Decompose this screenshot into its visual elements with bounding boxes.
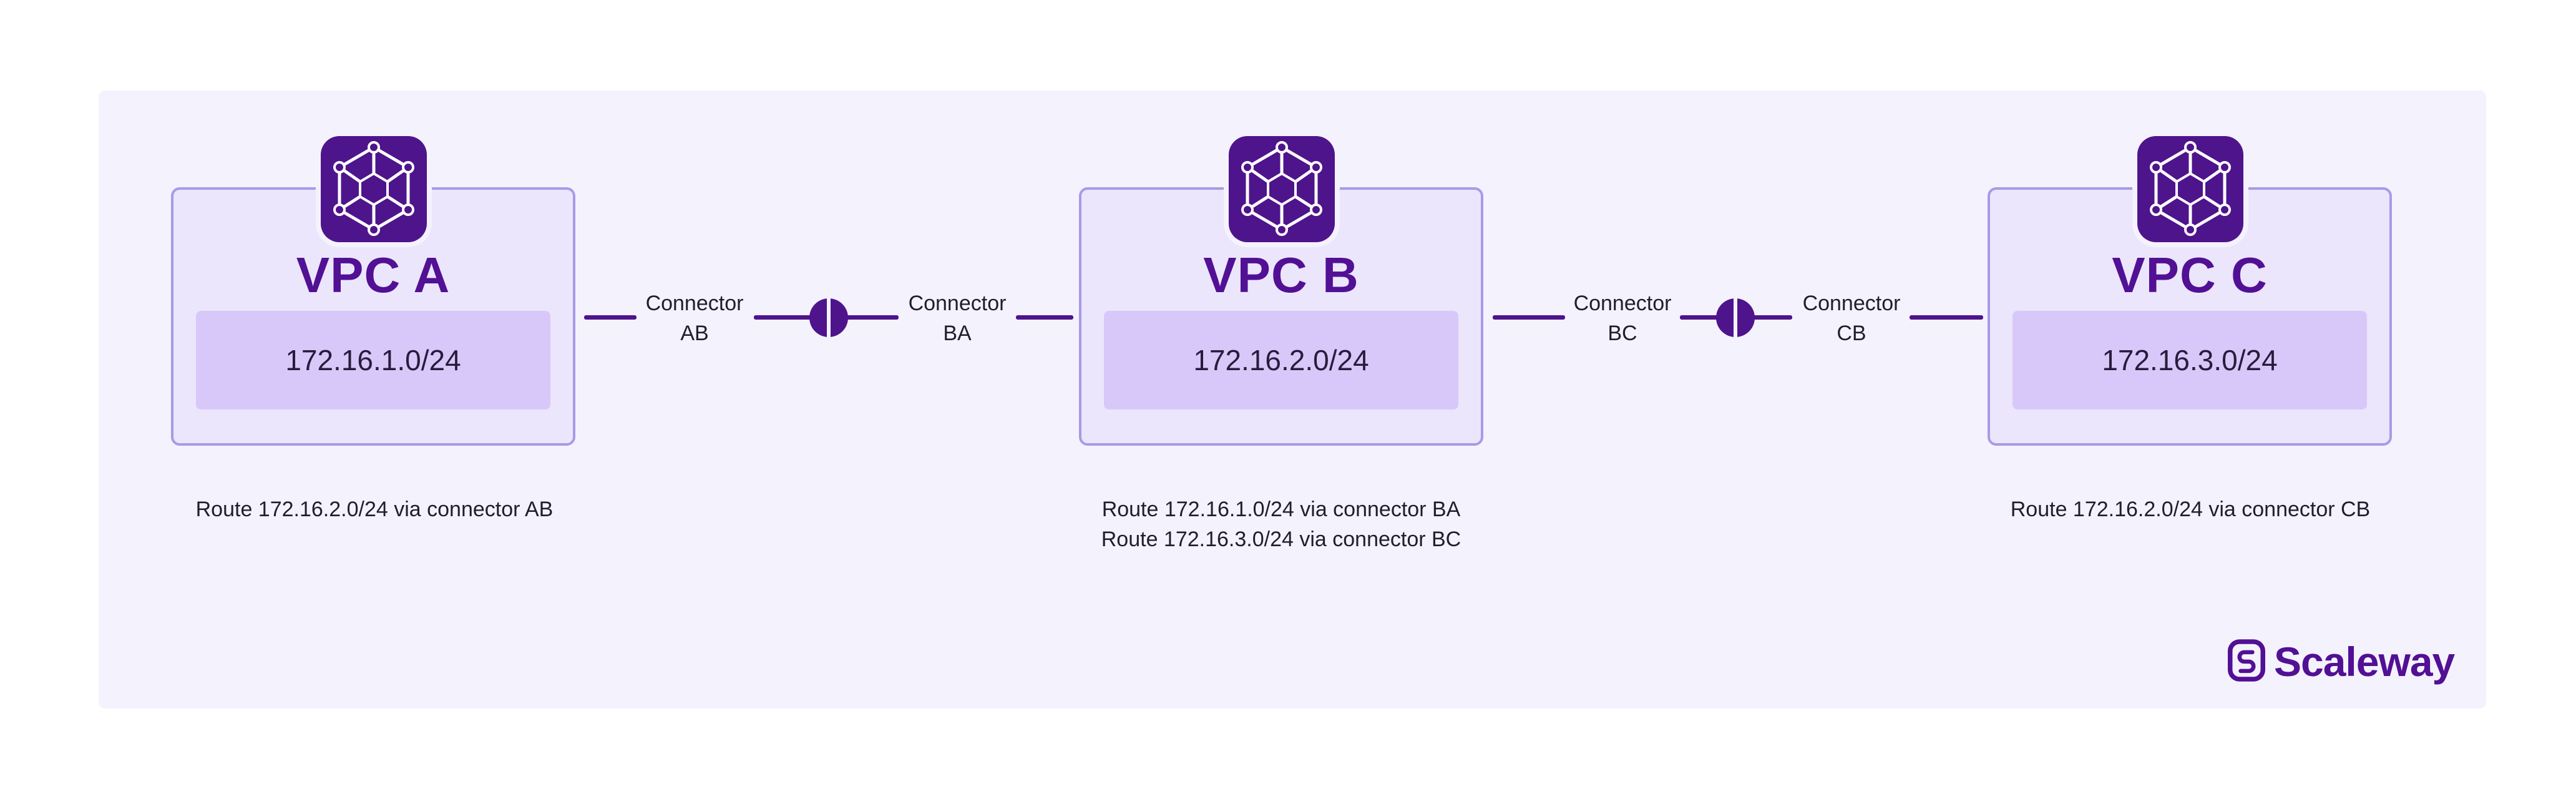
connector-cb-name: Connector [1802,292,1901,315]
connector-ba-label: Connector BA [895,288,1020,348]
connector-ba-name: Connector [908,292,1007,315]
vpc-a-cidr: 172.16.1.0/24 [196,311,550,409]
vpc-c-title: VPC C [2112,247,2268,303]
route-line: Route 172.16.1.0/24 via connector BA [1101,498,1461,521]
connector-cb-code: CB [1837,321,1866,345]
connector-ab-code: AB [680,321,709,345]
connector-bc-label: Connector BC [1560,288,1685,348]
vpc-network-icon [321,136,427,242]
connector-node-icon [1716,298,1755,337]
vpc-b-routes: Route 172.16.1.0/24 via connector BA Rou… [1032,494,1531,554]
connector-node-icon [809,298,848,337]
connector-bc-line [1493,315,1565,320]
connector-bc-code: BC [1608,321,1637,345]
connector-ba-code: BA [943,321,972,345]
route-line: Route 172.16.3.0/24 via connector BC [1101,527,1461,551]
vpc-b-title: VPC B [1203,247,1359,303]
route-line: Route 172.16.2.0/24 via connector AB [195,498,554,521]
connector-ab-label: Connector AB [632,288,757,348]
connector-ba-line [1016,315,1073,320]
connector-cb-line [1910,315,1983,320]
connector-ab-line [584,315,637,320]
scaleway-logo-text: Scaleway [2274,639,2455,685]
connector-cb-label: Connector CB [1789,288,1914,348]
connector-bc-name: Connector [1573,292,1672,315]
vpc-c-routes: Route 172.16.2.0/24 via connector CB [1941,494,2440,524]
connector-ab-name: Connector [645,292,744,315]
vpc-network-icon [2137,136,2243,242]
vpc-a-routes: Route 172.16.2.0/24 via connector AB [125,494,624,524]
vpc-b-cidr: 172.16.2.0/24 [1104,311,1458,409]
scaleway-logo-icon [2228,639,2265,685]
vpc-network-icon [1229,136,1335,242]
vpc-c-cidr: 172.16.3.0/24 [2012,311,2367,409]
scaleway-logo: Scaleway [2228,638,2455,685]
route-line: Route 172.16.2.0/24 via connector CB [2010,498,2371,521]
vpc-a-title: VPC A [296,247,451,303]
